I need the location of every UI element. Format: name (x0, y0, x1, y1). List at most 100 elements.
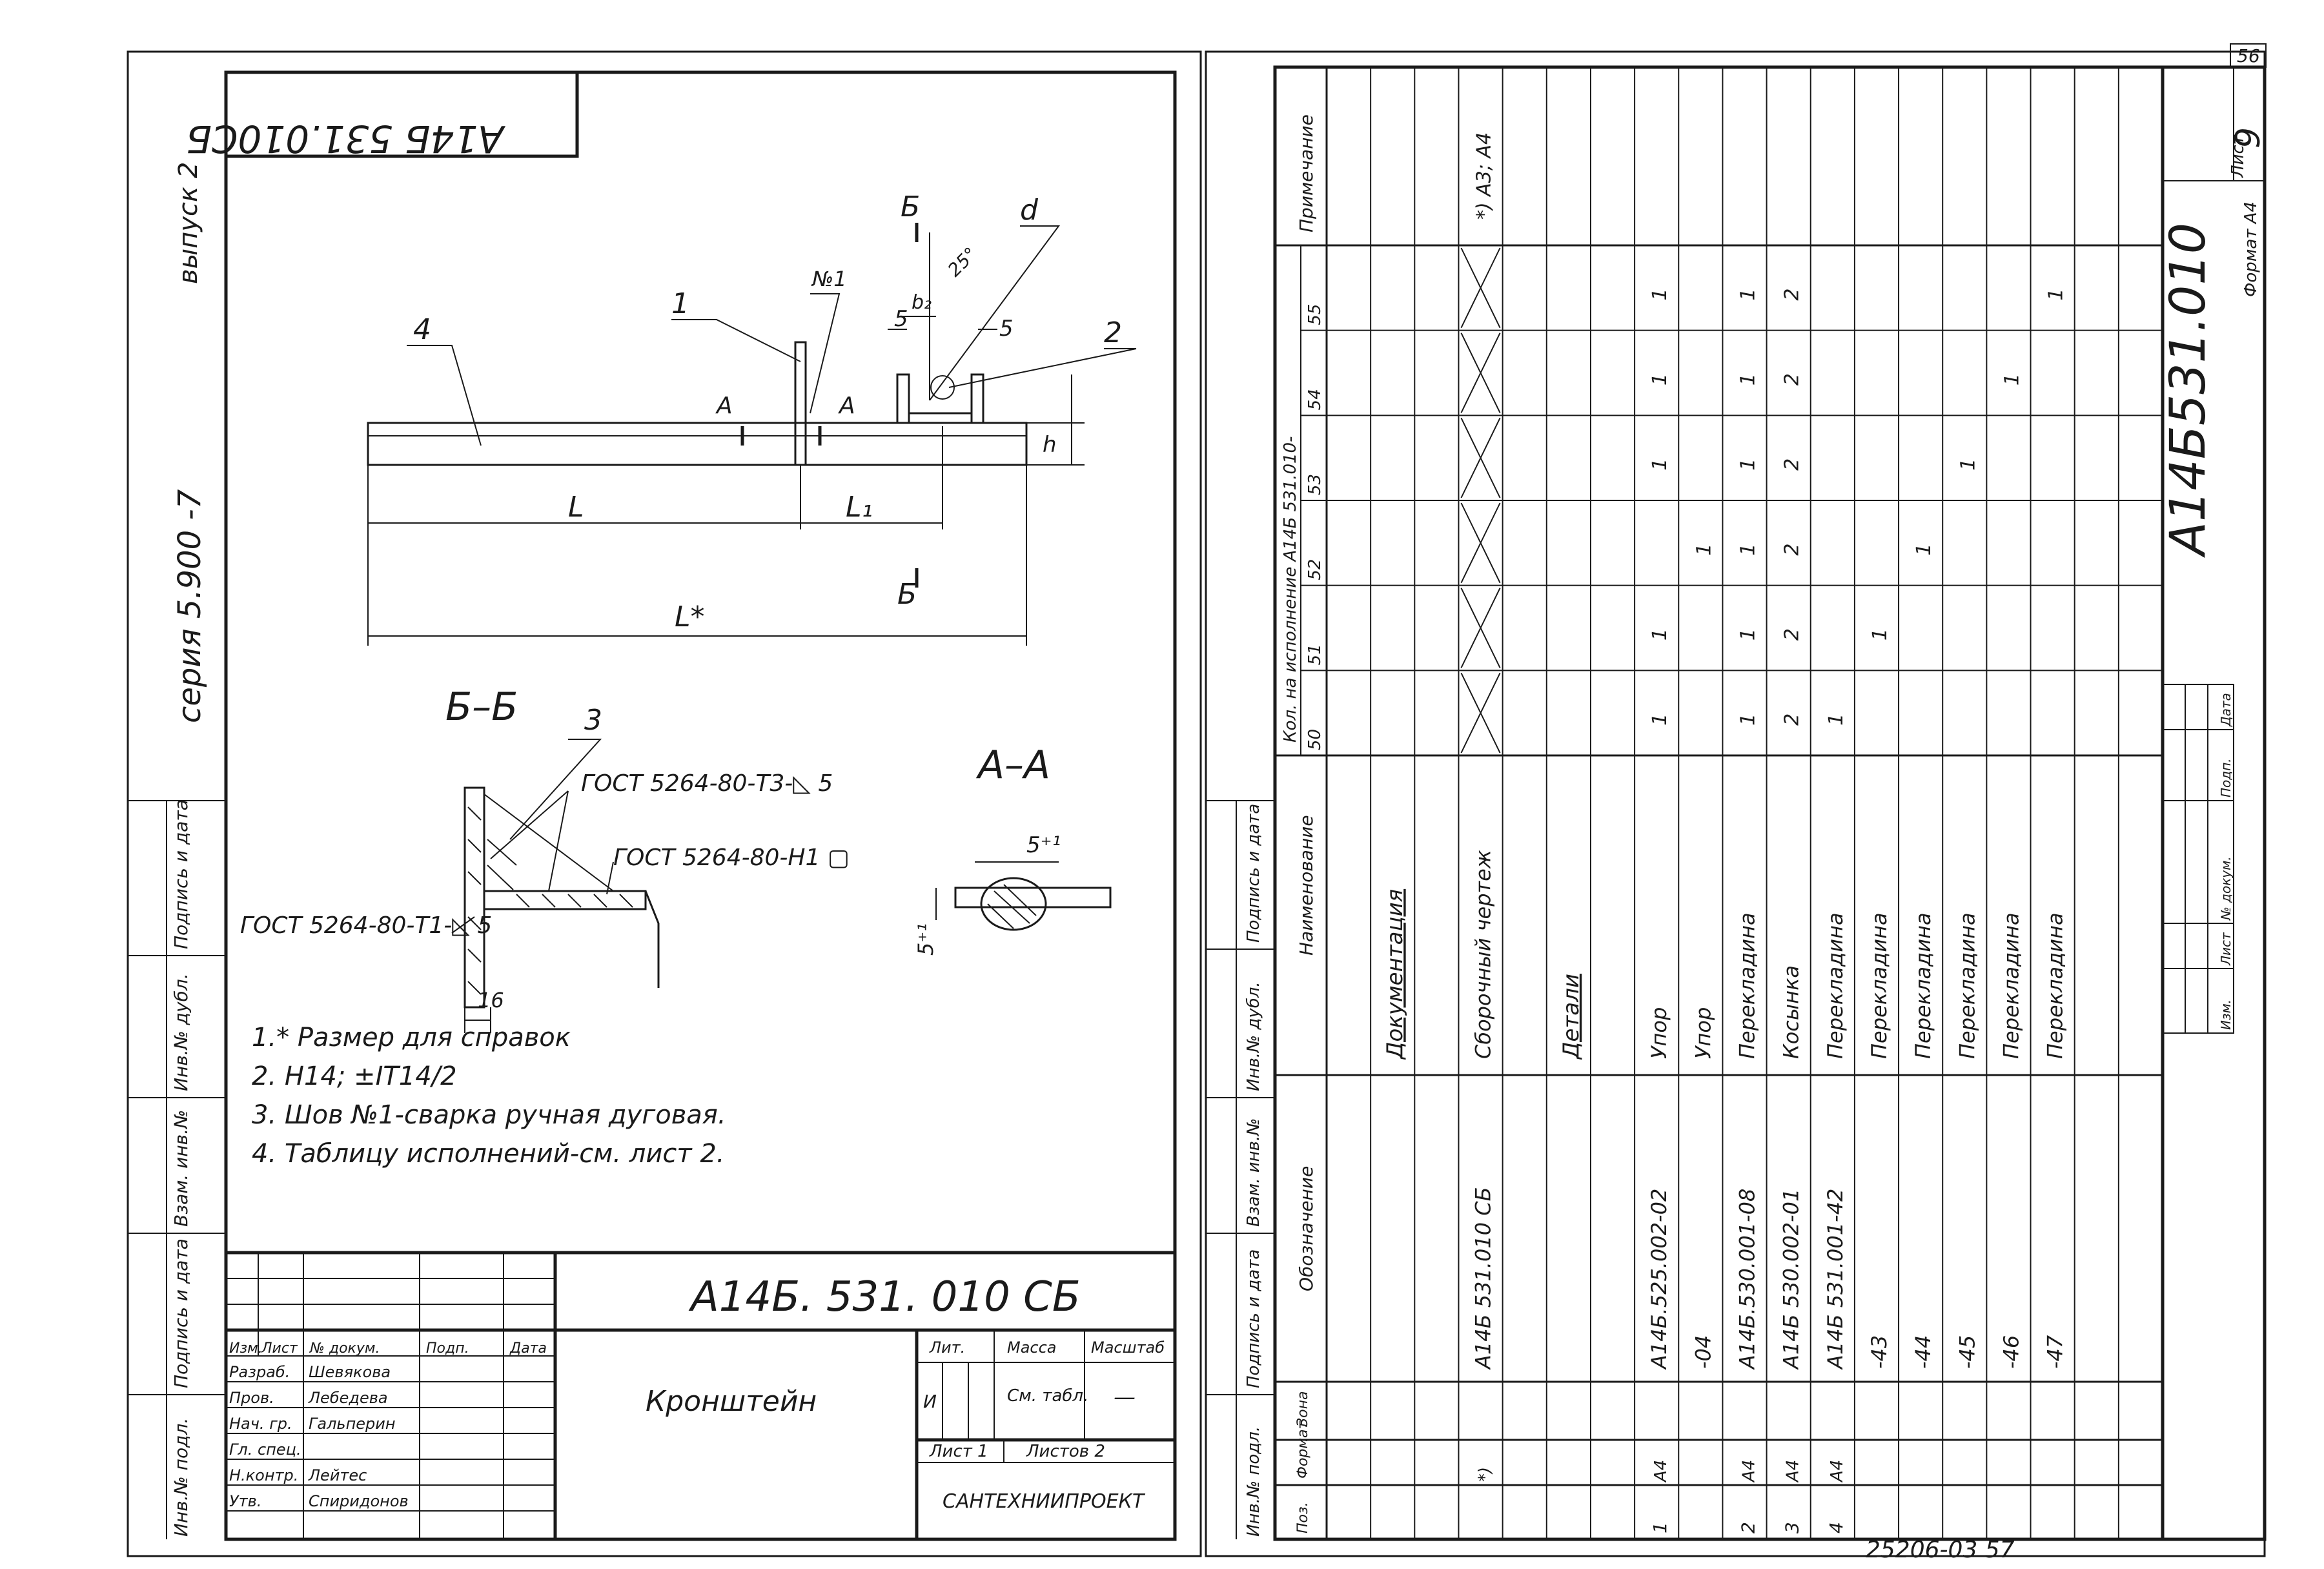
tb-role: Н.контр. (229, 1466, 298, 1484)
header-note: Примечание (1296, 114, 1317, 232)
tb-role-name: Шевякова (309, 1363, 391, 1381)
tb-role: Нач. гр. (229, 1415, 292, 1433)
row-qty: 1 (1737, 713, 1759, 726)
row-name: Перекладина (2043, 912, 2068, 1059)
row-designation: -46 (1999, 1335, 2023, 1369)
side-strip-label: Подпись и дата (1244, 1249, 1263, 1388)
row-name: Упор (1691, 1007, 1715, 1059)
tb-header-date: Дата (509, 1340, 547, 1357)
note-1: 1.* Размер для справок (252, 1023, 571, 1052)
dim-h: h (1043, 432, 1057, 458)
tb-mass-value: См. табл. (1007, 1386, 1088, 1406)
side-strip-label: Подпись и дата (170, 799, 192, 949)
tb-role: Разраб. (229, 1363, 290, 1381)
cross-mark (1460, 333, 1501, 413)
row-qty: 1 (1649, 713, 1671, 726)
variant-header: 53 (1305, 474, 1325, 495)
row-qty: 1 (1913, 543, 1935, 555)
corner-page: 56 (2237, 45, 2260, 67)
row-name: Перекладина (1999, 912, 2023, 1059)
side-strip-label: Инв.№ подл. (170, 1418, 192, 1537)
mini-header-izm: Изм. (2218, 1000, 2234, 1030)
tb-col-scale: Масштаб (1091, 1338, 1165, 1357)
weld-no1-label: №1 (811, 267, 847, 291)
format-label: Формат А4 (2241, 201, 2261, 297)
sheet-label: Лист (2228, 134, 2248, 178)
row-qty: 1 (1649, 458, 1671, 471)
pos-label-2: 2 (1104, 316, 1122, 349)
section-bb-view: Б–Б 16 3 (445, 684, 660, 1033)
weld-note-1: ГОСТ 5264-80-Т3-◺ 5 (581, 770, 833, 797)
row-qty: 2 (1781, 628, 1804, 641)
mini-header-list: Лист (2218, 932, 2234, 966)
row-designation: -47 (2043, 1335, 2068, 1369)
left-side-strip: Подпись и дата Инв.№ дубл. Взам. инв.№ П… (170, 799, 192, 1537)
row-pos: 4 (1826, 1522, 1847, 1533)
footer-code: 25206-03 57 (1866, 1537, 2015, 1563)
header-qty-title: Кол. на исполнение А14Б 531.010- (1281, 436, 1300, 743)
angle-25: 25° (944, 243, 981, 281)
tb-role-name: Лейтес (308, 1466, 367, 1484)
section-aa-view: А–А 5⁺¹ 5⁺¹ (913, 743, 1112, 956)
dim-16: 16 (478, 988, 504, 1012)
header-designation: Обозначение (1296, 1166, 1317, 1291)
section-a1: А (715, 393, 733, 419)
pos-label-1: 1 (671, 287, 689, 320)
variant-header: 51 (1305, 644, 1325, 665)
row-format: А4 (1651, 1460, 1671, 1483)
big-code: А14Б531.010 (2159, 223, 2216, 559)
cross-mark (1460, 588, 1501, 668)
mini-header-doc: № докум. (2218, 856, 2234, 921)
row-format: А4 (1739, 1460, 1758, 1483)
cross-mark (1460, 502, 1501, 584)
mini-header-date: Дата (2218, 693, 2234, 727)
row-designation: -43 (1867, 1335, 1891, 1369)
label-b2: b₂ (912, 291, 932, 314)
row-designation: А14Б 531.001-42 (1823, 1189, 1848, 1370)
side-strip-label: Инв.№ дубл. (1244, 981, 1263, 1091)
tb-sheets: Листов 2 (1026, 1442, 1105, 1461)
section-aa-title: А–А (975, 743, 1050, 788)
cross-mark (1460, 247, 1501, 329)
tb-role-name: Лебедева (308, 1389, 388, 1407)
row-name: Перекладина (1823, 912, 1848, 1059)
row-note: *) А3; А4 (1473, 132, 1496, 220)
tb-role: Утв. (229, 1492, 261, 1510)
main-view: 4 1 №1 2 Б d b₂ 5 5 25° А А h L L₁ L* Б (367, 190, 1137, 646)
side-strip-label: Инв.№ дубл. (170, 973, 192, 1091)
tb-name: Кронштейн (646, 1385, 817, 1418)
right-side-strip: Инв.№ подл. Подпись и дата Взам. инв.№ И… (1244, 804, 1263, 1537)
row-qty: 1 (2001, 373, 2023, 385)
right-stamp: Лист 9 А14Б531.010 Формат А4 Изм. Лист №… (2159, 67, 2268, 1539)
row-qty: 1 (1649, 288, 1671, 300)
row-name: Упор (1647, 1007, 1671, 1059)
row-name: Детали (1558, 974, 1584, 1060)
side-edition: выпуск 2 (174, 162, 203, 284)
tb-col-mass: Масса (1007, 1338, 1057, 1357)
dim-5p1-side: 5⁺¹ (913, 923, 938, 956)
tb-code: А14Б. 531. 010 СБ (688, 1273, 1081, 1321)
dim-L: L (568, 491, 584, 524)
row-designation: А14Б.530.001-08 (1735, 1189, 1759, 1370)
variant-header: 52 (1305, 559, 1325, 580)
pos-label-3: 3 (584, 704, 602, 737)
row-qty: 2 (1781, 288, 1804, 300)
tb-header-izm: Изм. (229, 1340, 263, 1357)
row-name: Косынка (1779, 965, 1804, 1059)
top-code-mirrored: А14Б 531.010СБ (186, 117, 506, 161)
row-qty: 1 (1825, 713, 1848, 726)
row-designation: А14Б 530.002-01 (1779, 1189, 1804, 1370)
row-qty: 1 (2045, 288, 2068, 300)
dim-Lstar: L* (675, 600, 705, 633)
side-strip-label: Взам. инв.№ (170, 1110, 192, 1227)
side-strip-label: Инв.№ подл. (1244, 1426, 1263, 1537)
note-3: 3. Шов №1-сварка ручная дуговая. (252, 1100, 726, 1130)
row-qty: 1 (1649, 628, 1671, 641)
mini-header-sign: Подп. (2218, 758, 2234, 797)
tb-role: Пров. (229, 1389, 274, 1407)
header-pos: Поз. (1295, 1502, 1311, 1533)
label-d: d (1020, 194, 1039, 227)
row-qty: 2 (1781, 458, 1804, 471)
tb-header-doc: № докум. (309, 1340, 380, 1357)
